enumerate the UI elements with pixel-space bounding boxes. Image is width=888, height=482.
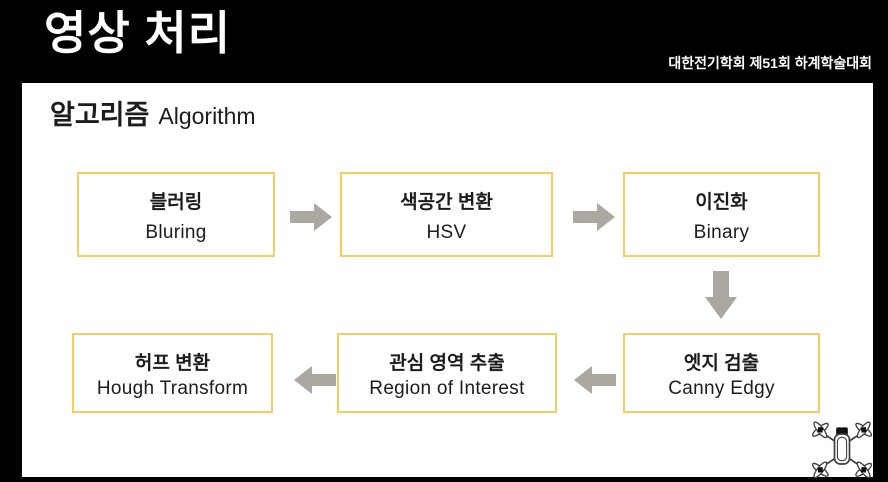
flow-box-hsv: 색공간 변환 HSV: [340, 172, 553, 257]
flow-box-label-en: Canny Edgy: [668, 378, 775, 399]
conference-label: 대한전기학회 제51회 하계학술대회: [668, 55, 872, 71]
page-title: 영상 처리: [44, 7, 232, 59]
flow-box-label-ko: 엣지 검출: [683, 353, 760, 374]
arrow-left-icon: [574, 366, 616, 394]
flow-box-label-ko: 색공간 변환: [400, 192, 493, 213]
flow-box-label-ko: 이진화: [695, 192, 748, 213]
flow-box-hough-transform: 허프 변환 Hough Transform: [72, 333, 273, 413]
arrow-down-icon: [705, 271, 737, 319]
flow-box-region-of-interest: 관심 영역 추출 Region of Interest: [337, 333, 557, 413]
flow-box-label-en: Region of Interest: [369, 378, 525, 399]
flow-box-label-en: Bluring: [145, 222, 207, 243]
flow-box-label-ko: 관심 영역 추출: [389, 353, 505, 374]
arrow-right-icon: [573, 203, 615, 231]
drone-icon: [800, 419, 884, 479]
flow-box-canny-edge: 엣지 검출 Canny Edgy: [623, 333, 820, 413]
flow-box-label-en: Binary: [693, 222, 750, 243]
slide-content-panel: 알고리즘 Algorithm 블러링 Bluring 색공간 변환 HSV 이진…: [22, 83, 873, 477]
flow-box-label-en: Hough Transform: [96, 378, 249, 399]
section-heading-korean: 알고리즘: [50, 100, 150, 130]
section-heading-english: Algorithm: [158, 103, 256, 129]
flow-box-label-en: HSV: [426, 222, 467, 243]
section-heading: 알고리즘 Algorithm: [50, 93, 256, 132]
flow-box-bluring: 블러링 Bluring: [77, 172, 275, 257]
flow-box-label-ko: 허프 변환: [134, 353, 211, 374]
flow-box-label-ko: 블러링: [149, 192, 203, 213]
flow-box-binary: 이진화 Binary: [623, 172, 820, 257]
arrow-right-icon: [290, 203, 332, 231]
arrow-left-icon: [294, 366, 336, 394]
